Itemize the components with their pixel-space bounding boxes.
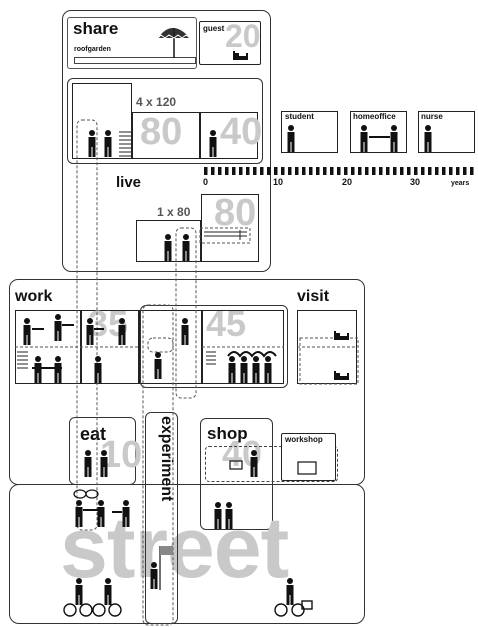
- timeline-tick-mark: [302, 167, 306, 175]
- homeoffice-label: homeoffice: [353, 112, 396, 121]
- timeline-tick-mark: [470, 167, 474, 175]
- timeline-tick-30: 30: [410, 177, 421, 187]
- share-live-zone: [62, 10, 271, 272]
- homeoffice-box: [350, 111, 407, 153]
- live-number-a1: 80: [140, 111, 183, 153]
- timeline-tick-mark: [337, 167, 341, 175]
- work-unit-1: [15, 310, 81, 384]
- eat-number: 10: [100, 434, 143, 476]
- timeline-tick-mark: [316, 167, 320, 175]
- student-label: student: [285, 112, 314, 121]
- shop-inner-frame: [205, 446, 338, 482]
- eat-box: [69, 417, 136, 485]
- timeline-tick-0: 0: [203, 177, 209, 187]
- live-unit-a2: [132, 112, 200, 159]
- timeline-tick-mark: [407, 167, 411, 175]
- timeline-tick-mark: [358, 167, 362, 175]
- timeline-tick-mark: [386, 167, 390, 175]
- timeline-tick-mark: [400, 167, 404, 175]
- timeline-unit: years: [451, 180, 470, 187]
- live-cluster-frame: [67, 78, 263, 164]
- work-number-b: 45: [206, 303, 247, 344]
- experiment-title: experiment: [158, 416, 175, 502]
- guest-label: guest: [203, 24, 225, 33]
- timeline-tick-mark: [281, 167, 285, 175]
- guest-room: [199, 21, 261, 65]
- shop-title: shop: [207, 424, 248, 443]
- work-title: work: [15, 288, 53, 305]
- workshop-label: workshop: [285, 435, 323, 444]
- timeline-tick-mark: [295, 167, 299, 175]
- live-units-a: 4 x 120: [136, 95, 177, 109]
- timeline-tick-mark: [309, 167, 313, 175]
- timeline-tick-mark: [323, 167, 327, 175]
- guest-number: 20: [225, 18, 261, 54]
- work-cluster-frame: [140, 305, 288, 388]
- share-box: [67, 17, 197, 69]
- live-title: live: [116, 174, 142, 191]
- timeline-tick-mark: [330, 167, 334, 175]
- timeline-tick-mark: [463, 167, 467, 175]
- eat-title: eat: [80, 424, 107, 444]
- timeline-tick-mark: [393, 167, 397, 175]
- visit-title: visit: [297, 288, 330, 305]
- timeline-tick-mark: [449, 167, 453, 175]
- timeline-tick-mark: [351, 167, 355, 175]
- timeline-tick-mark: [414, 167, 418, 175]
- timeline-tick-mark: [379, 167, 383, 175]
- timeline-tick-mark: [435, 167, 439, 175]
- share-title: share: [73, 19, 119, 38]
- visit-unit: [297, 310, 357, 384]
- timeline-tick-mark: [372, 167, 376, 175]
- timeline-tick-mark: [344, 167, 348, 175]
- work-number-a: 35: [88, 303, 129, 344]
- live-number-b: 80: [214, 192, 257, 234]
- timeline-tick-10: 10: [273, 177, 284, 187]
- timeline-tick-mark: [428, 167, 432, 175]
- live-units-b: 1 x 80: [157, 205, 191, 219]
- live-unit-b1: [136, 220, 201, 262]
- shop-box: [200, 418, 273, 530]
- timeline-tick-mark: [456, 167, 460, 175]
- timeline-tick-20: 20: [342, 177, 353, 187]
- timeline-tick-mark: [274, 167, 278, 175]
- timeline-tick-mark: [421, 167, 425, 175]
- timeline-tick-mark: [365, 167, 369, 175]
- street-zone: [9, 484, 365, 624]
- live-number-a2: 40: [220, 111, 263, 153]
- nurse-label: nurse: [421, 112, 443, 121]
- roofgarden-bar: [74, 57, 196, 64]
- timeline-tick-mark: [442, 167, 446, 175]
- live-unit-a1: [72, 83, 132, 159]
- timeline-tick-mark: [288, 167, 292, 175]
- roofgarden-label: roofgarden: [74, 46, 111, 53]
